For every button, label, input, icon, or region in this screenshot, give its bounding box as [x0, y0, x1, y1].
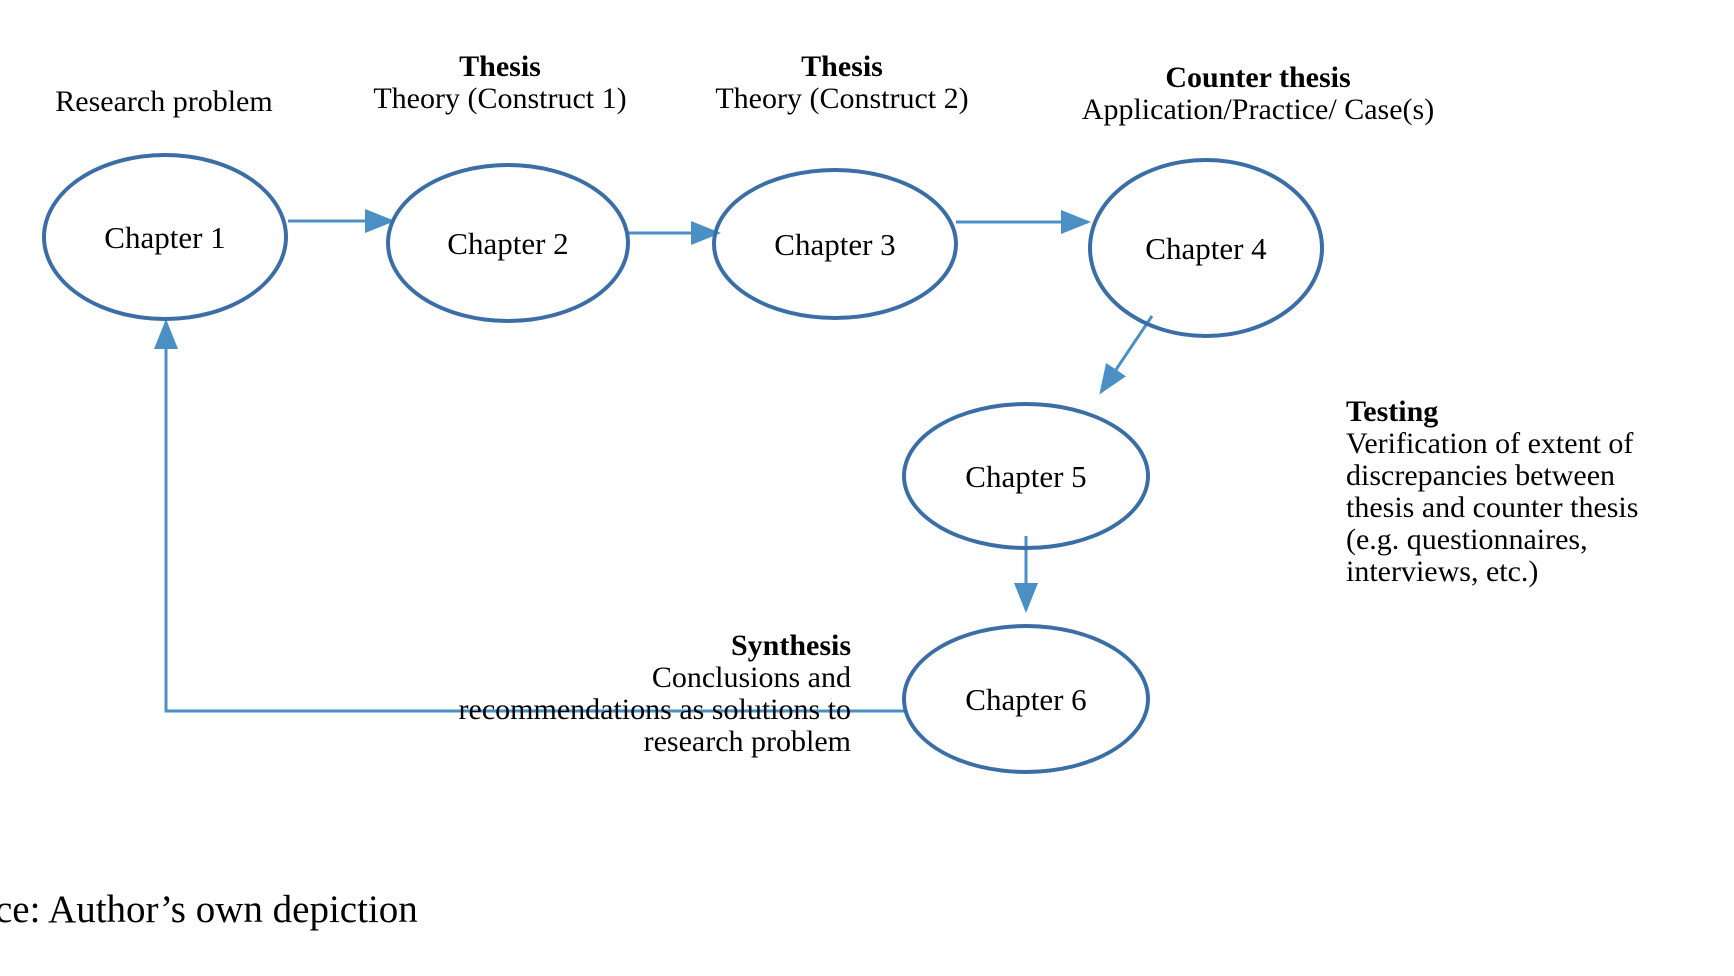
caption-research-problem-body: Research problem — [55, 85, 273, 118]
source-note: rce: Author’s own depiction — [0, 888, 418, 931]
caption-testing-line-5: interviews, etc.) — [1346, 555, 1539, 589]
caption-testing-line-4: (e.g. questionnaires, — [1346, 523, 1588, 557]
caption-thesis-construct-1-heading: Thesis — [459, 50, 541, 83]
caption-research-problem: Research problem — [14, 85, 314, 118]
node-chapter-5[interactable]: Chapter 5 — [902, 402, 1150, 550]
node-chapter-5-label: Chapter 5 — [965, 458, 1087, 494]
caption-synthesis: Synthesis Conclusions and recommendation… — [396, 629, 851, 759]
caption-counter-thesis-heading: Counter thesis — [1165, 61, 1351, 94]
caption-testing: Testing Verification of extent of discre… — [1346, 395, 1734, 589]
caption-thesis-construct-1-body: Theory (Construct 1) — [373, 82, 627, 116]
caption-testing-line-2: discrepancies between — [1346, 459, 1616, 493]
caption-thesis-construct-1: Thesis Theory (Construct 1) — [340, 50, 660, 116]
node-chapter-2[interactable]: Chapter 2 — [386, 163, 630, 323]
caption-thesis-construct-2-body: Theory (Construct 2) — [715, 82, 969, 116]
node-chapter-3-label: Chapter 3 — [774, 226, 896, 262]
caption-counter-thesis-body: Application/Practice/ Case(s) — [1081, 93, 1435, 127]
caption-synthesis-line-1: Conclusions and — [651, 661, 851, 695]
caption-testing-line-1: Verification of extent of — [1346, 427, 1634, 461]
node-chapter-1-label: Chapter 1 — [104, 219, 226, 255]
node-chapter-2-label: Chapter 2 — [447, 225, 569, 261]
edge-ch4-ch5 — [1099, 315, 1154, 395]
node-chapter-4[interactable]: Chapter 4 — [1088, 158, 1324, 338]
caption-synthesis-line-2: recommendations as solutions to — [458, 693, 851, 727]
caption-counter-thesis: Counter thesis Application/Practice/ Cas… — [1028, 61, 1488, 127]
caption-testing-heading: Testing — [1346, 395, 1439, 428]
node-chapter-3[interactable]: Chapter 3 — [712, 168, 958, 320]
node-chapter-6-label: Chapter 6 — [965, 681, 1087, 717]
caption-thesis-construct-2: Thesis Theory (Construct 2) — [682, 50, 1002, 116]
node-chapter-1[interactable]: Chapter 1 — [42, 153, 288, 321]
caption-thesis-construct-2-heading: Thesis — [801, 50, 883, 83]
caption-testing-line-3: thesis and counter thesis — [1346, 491, 1639, 525]
caption-synthesis-line-3: research problem — [643, 725, 851, 759]
node-chapter-6[interactable]: Chapter 6 — [902, 624, 1150, 774]
caption-synthesis-heading: Synthesis — [730, 629, 851, 662]
node-chapter-4-label: Chapter 4 — [1145, 230, 1267, 266]
